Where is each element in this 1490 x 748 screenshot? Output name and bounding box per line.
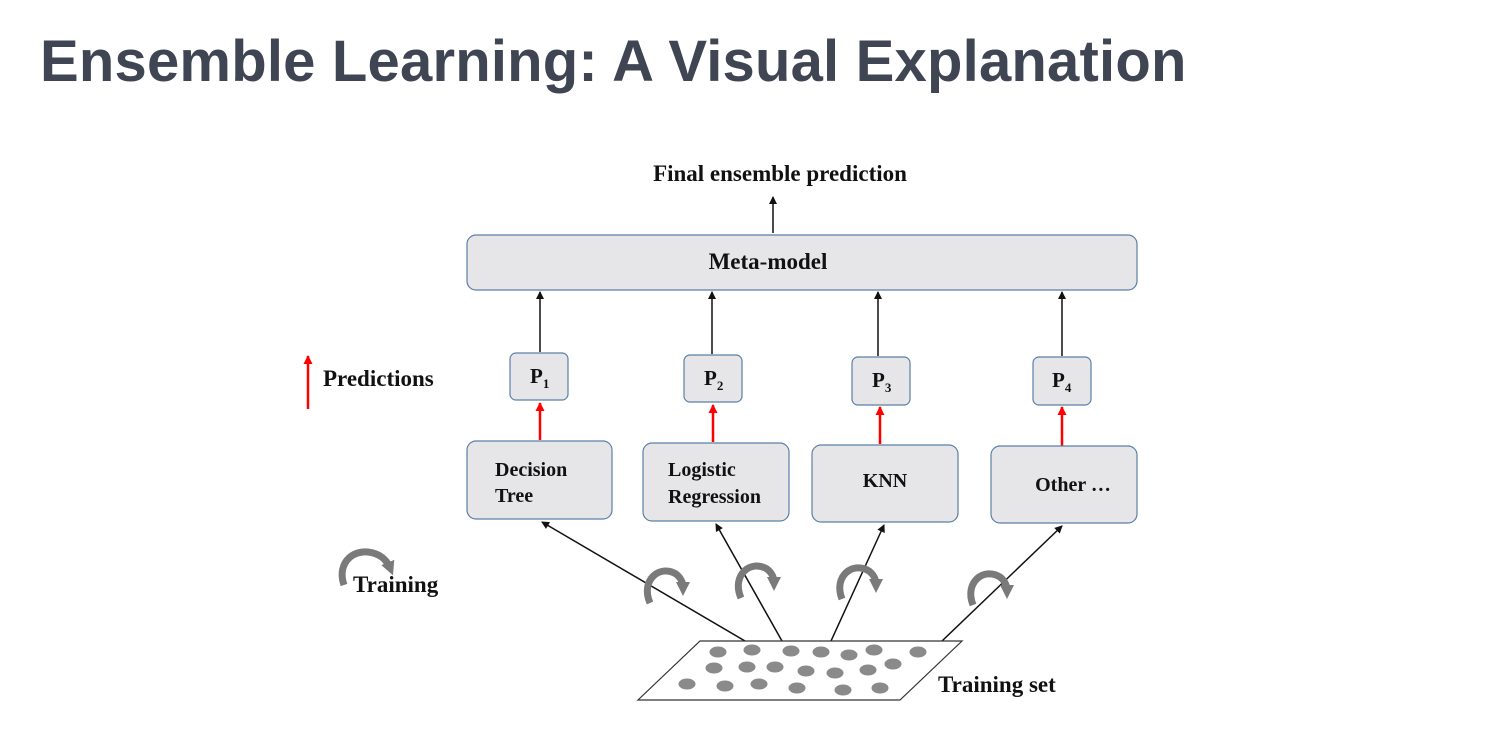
model-box-decision-tree: Decision Tree	[466, 440, 613, 520]
prediction-box-2: P2	[683, 354, 743, 403]
svg-text:P1: P1	[530, 364, 549, 391]
training-arrow	[541, 521, 746, 642]
model-box-knn: KNN	[811, 444, 959, 523]
page-title: Ensemble Learning: A Visual Explanation	[40, 29, 1187, 94]
model-box-other: Other …	[990, 445, 1138, 524]
svg-text:Regression: Regression	[668, 486, 761, 508]
model-box-logistic-regression: Logistic Regression	[642, 442, 790, 522]
meta-model-box: Meta-model	[466, 234, 1138, 291]
svg-text:P2: P2	[704, 366, 723, 393]
svg-text:Decision: Decision	[495, 459, 567, 481]
curved-arrow-icon	[338, 548, 395, 587]
svg-text:Logistic: Logistic	[668, 459, 736, 481]
curved-arrow-icon	[643, 567, 690, 605]
prediction-box-3: P3	[851, 356, 911, 406]
svg-text:P4: P4	[1052, 368, 1072, 395]
meta-model-label: Meta-model	[709, 249, 828, 274]
legend-predictions: Predictions	[303, 355, 434, 409]
training-set-label: Training set	[938, 672, 1056, 697]
data-points	[678, 644, 927, 696]
svg-text:P3: P3	[872, 368, 892, 395]
training-arrow	[830, 524, 885, 642]
final-prediction-label: Final ensemble prediction	[653, 161, 907, 186]
curved-arrow-icon	[734, 562, 781, 600]
prediction-box-1: P1	[509, 352, 569, 401]
legend-training: Training	[338, 548, 439, 597]
training-arrow	[715, 523, 783, 642]
svg-text:Tree: Tree	[495, 485, 533, 507]
svg-text:Training: Training	[353, 572, 439, 597]
curved-arrow-icon	[967, 570, 1014, 607]
curved-arrow-icon	[836, 564, 883, 601]
prediction-box-4: P4	[1032, 356, 1092, 406]
svg-text:Other …: Other …	[1035, 474, 1111, 496]
training-set	[636, 640, 964, 701]
svg-text:Predictions: Predictions	[323, 366, 434, 391]
svg-text:KNN: KNN	[863, 470, 908, 492]
